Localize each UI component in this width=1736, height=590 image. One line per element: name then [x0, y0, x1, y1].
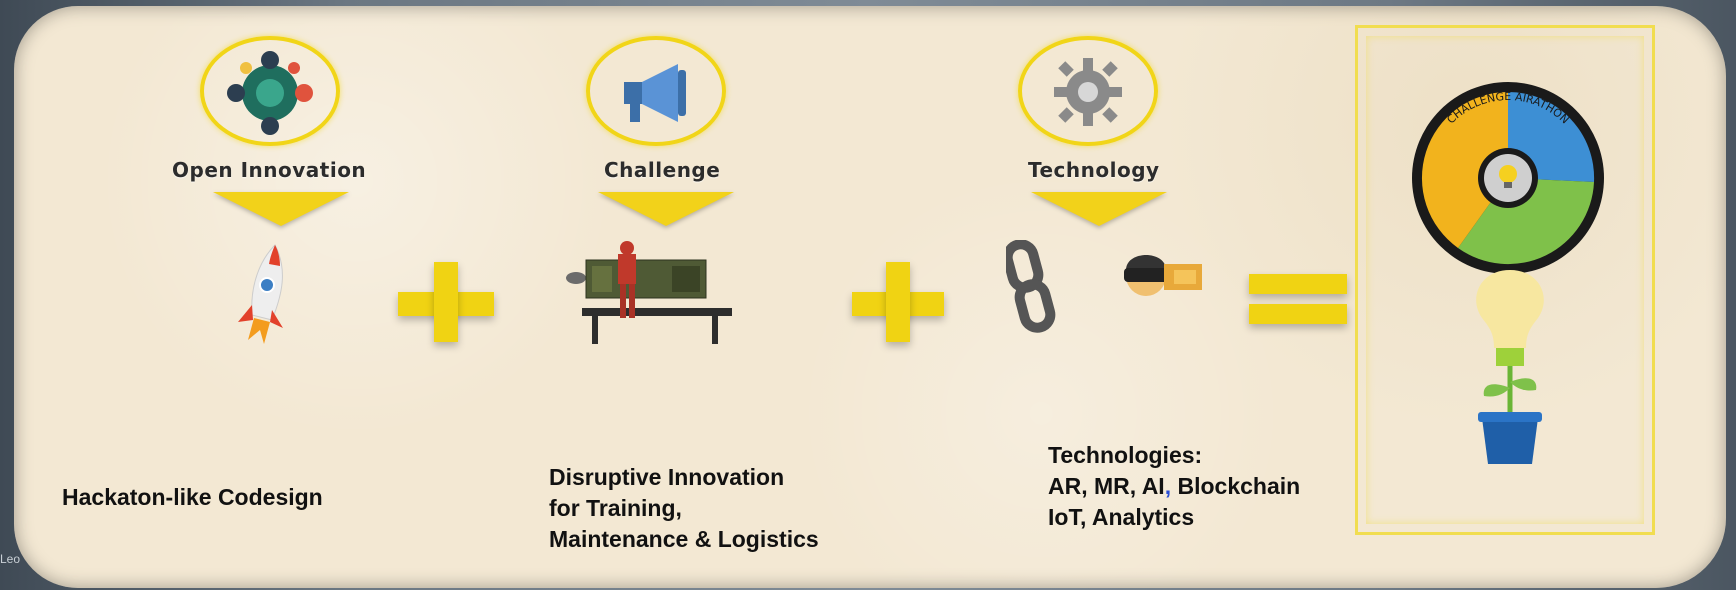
desc-line: Hackaton-like Codesign [62, 484, 323, 510]
blockchain-vr-icon [1006, 240, 1202, 333]
desc-part: AR, MR, AI [1048, 473, 1165, 499]
result-frame [1355, 25, 1655, 535]
stage-label-technology: Technology [1028, 158, 1160, 182]
stage-label-open-innovation: Open Innovation [172, 158, 367, 182]
technology-ring [1018, 36, 1158, 146]
roundtable-icon [227, 51, 313, 135]
desc-line: for Training, [549, 495, 682, 521]
technology-description: Technologies: AR, MR, AI, Blockchain IoT… [1048, 440, 1300, 533]
down-arrow-1 [213, 192, 349, 226]
stage-label-challenge: Challenge [604, 158, 721, 182]
corner-text: Leo [0, 552, 21, 566]
open-innovation-ring [200, 36, 340, 146]
desc-line: Maintenance & Logistics [549, 526, 819, 552]
challenge-airathon-badge: CHALLENGE AIRATHON [1412, 82, 1604, 274]
desc-line: AR, MR, AI, Blockchain [1048, 471, 1300, 502]
desc-line: Disruptive Innovation [549, 464, 785, 490]
megaphone-icon [624, 64, 686, 122]
plus-sign-2 [852, 262, 944, 342]
lightbulb-plant-icon [1476, 270, 1544, 464]
desc-line: Technologies: [1048, 442, 1203, 468]
equals-bar-top [1249, 274, 1347, 294]
engine-mechanic-icon [566, 241, 732, 344]
desc-comma: , [1164, 473, 1172, 499]
gear-icon [1054, 58, 1122, 126]
challenge-description: Disruptive Innovation for Training, Main… [549, 462, 819, 555]
down-arrow-2 [598, 192, 734, 226]
desc-line: IoT, Analytics [1048, 504, 1195, 530]
equals-bar-bottom [1249, 304, 1347, 324]
rocket-icon [238, 244, 283, 344]
open-innovation-description: Hackaton-like Codesign [62, 482, 323, 513]
challenge-ring [586, 36, 726, 146]
plus-sign-1 [398, 262, 494, 342]
desc-part: Blockchain [1171, 473, 1301, 499]
down-arrow-3 [1031, 192, 1167, 226]
